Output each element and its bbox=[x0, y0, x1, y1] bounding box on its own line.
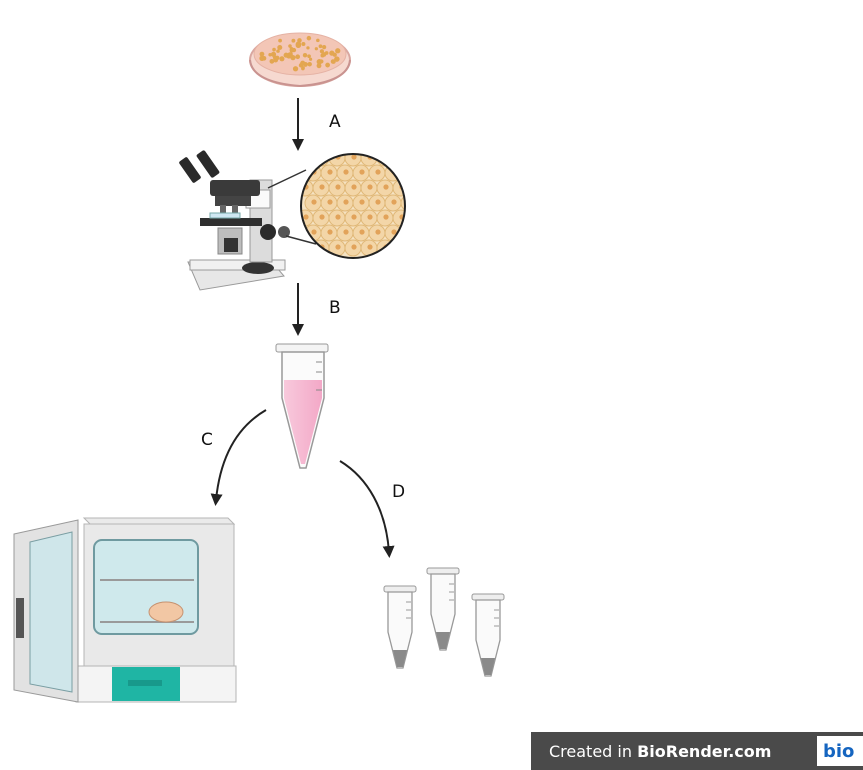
badge-text: Created in BioRender.com bbox=[531, 742, 771, 761]
step-label-b: B bbox=[329, 298, 341, 318]
step-label-c: C bbox=[201, 430, 213, 450]
badge-brand: BioRender.com bbox=[637, 742, 771, 761]
arrow-c bbox=[216, 410, 266, 500]
petri-dish-icon bbox=[250, 33, 350, 86]
badge-prefix: Created in bbox=[549, 742, 637, 761]
incubator-icon bbox=[14, 518, 236, 702]
step-label-a: A bbox=[329, 112, 341, 132]
microtube-icon bbox=[384, 568, 504, 676]
microscope-icon bbox=[178, 150, 290, 290]
biorender-badge[interactable]: Created in BioRender.com bio bbox=[531, 732, 863, 770]
centrifuge-tube-icon bbox=[276, 344, 328, 468]
biorender-logo-icon: bio bbox=[817, 736, 863, 766]
cell-magnification-icon bbox=[268, 150, 417, 258]
step-label-d: D bbox=[392, 482, 405, 502]
arrow-d bbox=[340, 461, 389, 552]
